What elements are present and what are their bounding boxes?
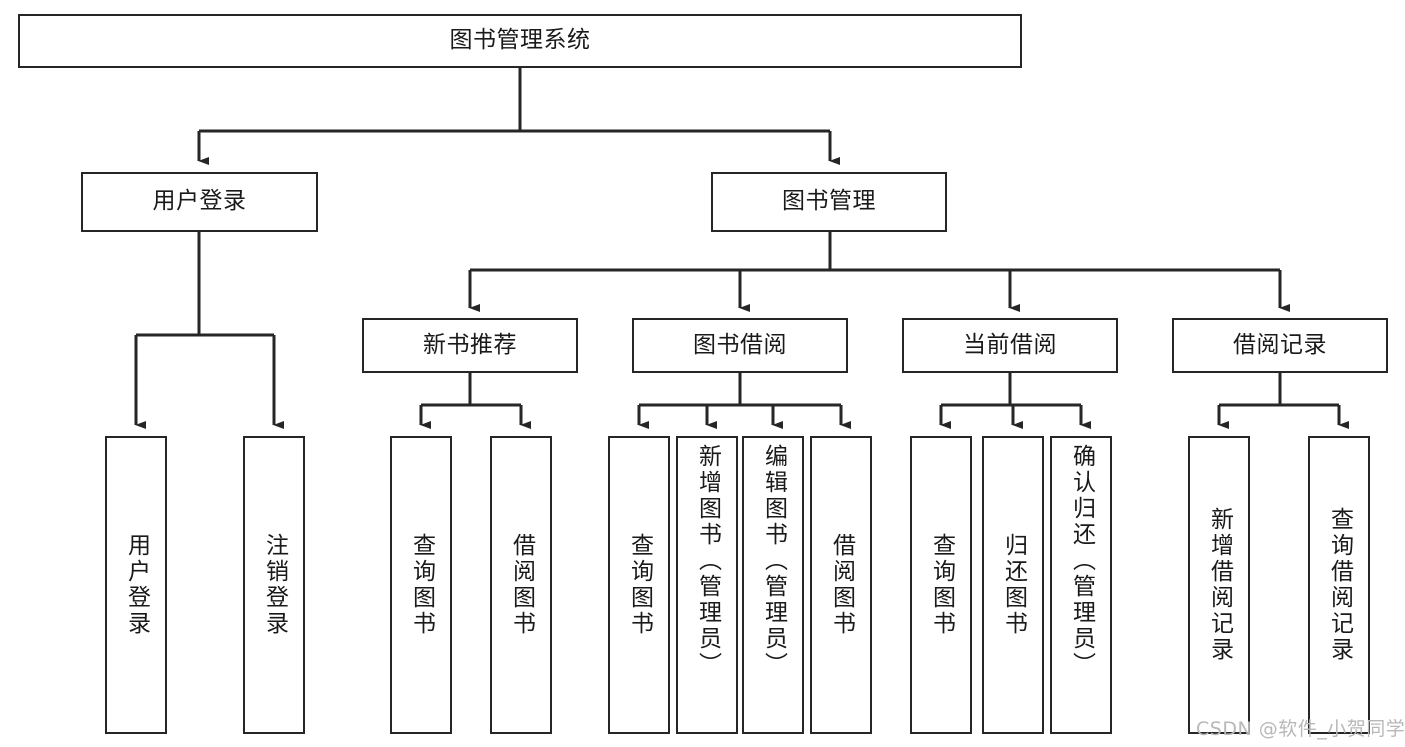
node-leaf-query-book-2-label: 查询图书: [626, 533, 653, 637]
node-leaf-return-book-label: 归还图书: [1000, 533, 1027, 637]
node-leaf-edit-book[interactable]: 编辑图书（管理员）: [742, 436, 804, 734]
node-book-borrow-label: 图书借阅: [693, 331, 787, 358]
node-leaf-query-book-3[interactable]: 查询图书: [910, 436, 972, 734]
node-leaf-query-book-1-label: 查询图书: [408, 533, 435, 637]
node-book-borrow[interactable]: 图书借阅: [632, 318, 848, 373]
node-leaf-add-record-label: 新增借阅记录: [1206, 507, 1233, 663]
node-leaf-query-book-2[interactable]: 查询图书: [608, 436, 670, 734]
node-borrow-records[interactable]: 借阅记录: [1172, 318, 1388, 373]
edge-user-login-trunk: [134, 232, 285, 430]
node-leaf-query-record[interactable]: 查询借阅记录: [1308, 436, 1370, 734]
csdn-watermark: CSDN @软件_小贺同学: [1196, 718, 1405, 740]
node-book-manage-label: 图书管理: [782, 188, 876, 215]
node-leaf-query-book-3-label: 查询图书: [928, 533, 955, 637]
node-leaf-query-book-1[interactable]: 查询图书: [390, 436, 452, 734]
node-new-book-recommend[interactable]: 新书推荐: [362, 318, 578, 373]
edge-borrow-records-children: [1217, 373, 1350, 430]
edge-book-manage-trunk: [468, 232, 1291, 313]
node-current-borrow-label: 当前借阅: [963, 331, 1057, 358]
node-leaf-confirm-return-label: 确认归还（管理员）: [1068, 444, 1095, 678]
edge-new-book-recommend-children: [419, 373, 532, 430]
node-leaf-user-logout-label: 注销登录: [261, 533, 288, 637]
node-leaf-confirm-return[interactable]: 确认归还（管理员）: [1050, 436, 1112, 734]
node-leaf-user-logout[interactable]: 注销登录: [243, 436, 305, 734]
edge-current-borrow-children: [939, 373, 1092, 430]
node-leaf-borrow-book-2-label: 借阅图书: [828, 533, 855, 637]
node-leaf-borrow-book-1-label: 借阅图书: [508, 533, 535, 637]
node-leaf-return-book[interactable]: 归还图书: [982, 436, 1044, 734]
node-book-manage[interactable]: 图书管理: [711, 172, 947, 232]
node-root[interactable]: 图书管理系统: [18, 14, 1022, 68]
edge-book-borrow-children: [637, 373, 852, 430]
node-current-borrow[interactable]: 当前借阅: [902, 318, 1118, 373]
node-root-label: 图书管理系统: [449, 27, 591, 54]
node-leaf-user-login-label: 用户登录: [123, 533, 150, 637]
node-leaf-query-record-label: 查询借阅记录: [1326, 507, 1353, 663]
node-leaf-add-record[interactable]: 新增借阅记录: [1188, 436, 1250, 734]
node-user-login-label: 用户登录: [152, 188, 247, 215]
node-leaf-user-login[interactable]: 用户登录: [105, 436, 167, 734]
node-leaf-add-book-label: 新增图书（管理员）: [694, 444, 721, 678]
node-leaf-edit-book-label: 编辑图书（管理员）: [760, 444, 787, 678]
node-user-login[interactable]: 用户登录: [81, 172, 318, 232]
node-borrow-records-label: 借阅记录: [1233, 331, 1327, 358]
node-leaf-borrow-book-1[interactable]: 借阅图书: [490, 436, 552, 734]
node-leaf-add-book[interactable]: 新增图书（管理员）: [676, 436, 738, 734]
node-leaf-borrow-book-2[interactable]: 借阅图书: [810, 436, 872, 734]
node-new-book-recommend-label: 新书推荐: [423, 331, 517, 358]
